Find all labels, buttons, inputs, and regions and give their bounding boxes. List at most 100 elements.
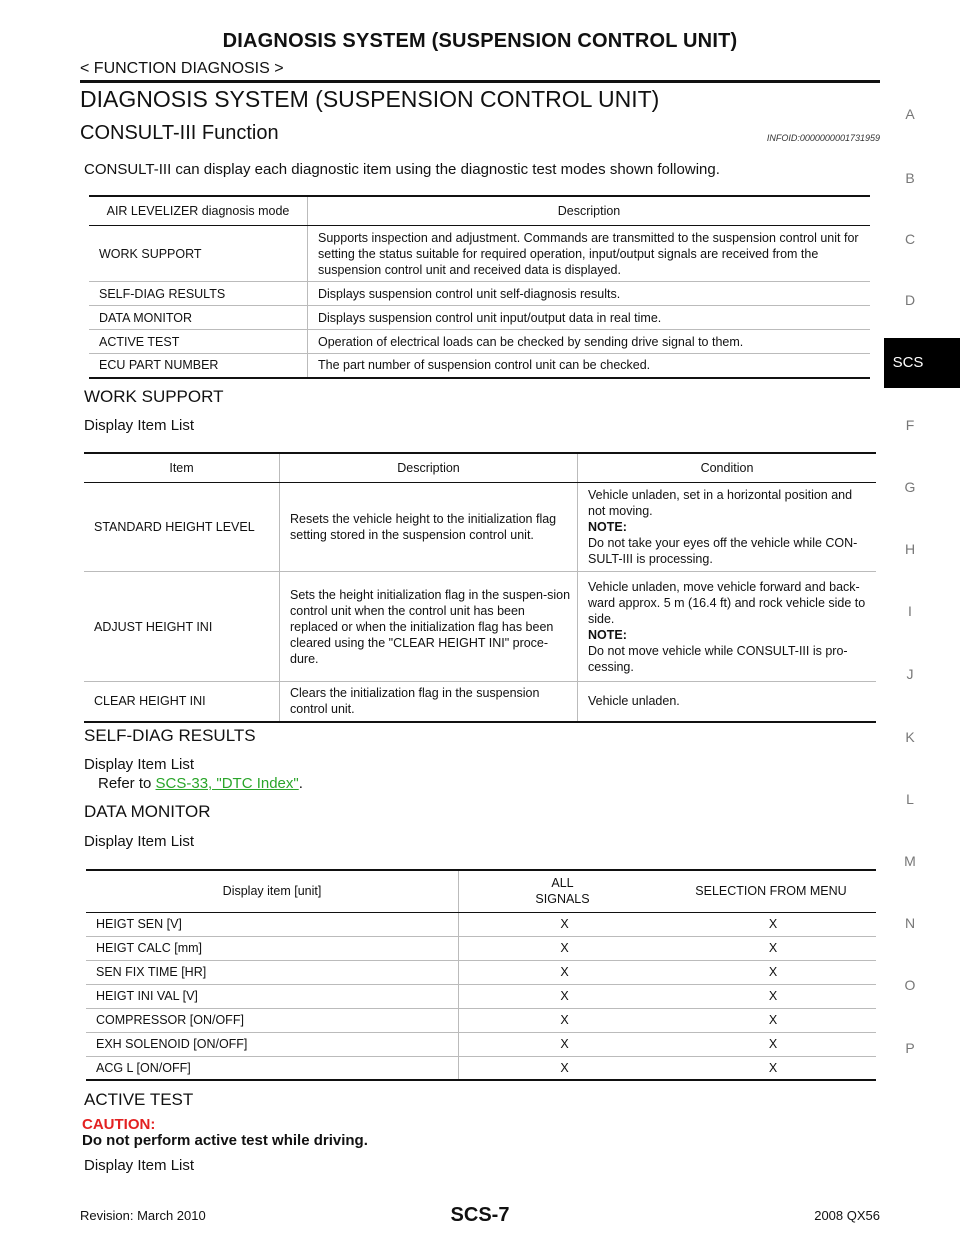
section-tab-o[interactable]: O <box>904 977 916 993</box>
table-header: Display item [unit] <box>86 869 459 913</box>
work-support-list-title: Display Item List <box>84 417 195 434</box>
table-cell: X <box>458 1032 666 1057</box>
table-row: ECU PART NUMBER The part number of suspe… <box>89 353 870 379</box>
data-monitor-list-title: Display Item List <box>84 833 195 850</box>
table-row: WORK SUPPORT Supports inspection and adj… <box>89 225 870 282</box>
section-tab-a[interactable]: A <box>905 106 915 122</box>
section-title: CONSULT-III Function <box>80 122 279 144</box>
table-cell: Resets the vehicle height to the initial… <box>279 482 578 572</box>
table-cell: HEIGT CALC [mm] <box>86 936 459 961</box>
data-monitor-table: Display item [unit] ALL SIGNALS SELECTIO… <box>86 869 876 1081</box>
table-cell: ACG L [ON/OFF] <box>86 1056 459 1081</box>
section-tab-scs[interactable]: SCS <box>884 338 960 388</box>
section-tab-f[interactable]: F <box>905 417 915 433</box>
table-cell: X <box>666 1032 876 1057</box>
work-support-heading: WORK SUPPORT <box>84 387 224 406</box>
table-cell: X <box>666 984 876 1009</box>
section-tab-i[interactable]: I <box>908 603 912 619</box>
table-cell: Displays suspension control unit input/o… <box>307 305 870 330</box>
section-tab-g[interactable]: G <box>904 479 916 495</box>
table-cell: X <box>458 960 666 985</box>
section-tab-h[interactable]: H <box>904 541 916 557</box>
table-row: EXH SOLENOID [ON/OFF] X X <box>86 1032 876 1057</box>
page-header-subtitle: < FUNCTION DIAGNOSIS > <box>80 60 284 77</box>
section-tab-k[interactable]: K <box>905 729 915 745</box>
page-header-title: DIAGNOSIS SYSTEM (SUSPENSION CONTROL UNI… <box>222 30 738 52</box>
refer-prefix: Refer to <box>98 775 156 792</box>
info-id: INFOID:0000000001731959 <box>766 133 880 143</box>
intro-text: CONSULT-III can display each diagnostic … <box>84 161 720 178</box>
note-text: Do not take your eyes off the vehicle wh… <box>588 536 858 566</box>
table-cell: SELF-DIAG RESULTS <box>89 281 308 306</box>
table-cell: Displays suspension control unit self-di… <box>307 281 870 306</box>
table-cell: X <box>666 936 876 961</box>
table-header: SELECTION FROM MENU <box>666 869 876 913</box>
table-cell: X <box>458 1008 666 1033</box>
work-support-table: Item Description Condition STANDARD HEIG… <box>84 452 876 723</box>
self-diag-list-title: Display Item List <box>84 756 195 773</box>
caution-text: Do not perform active test while driving… <box>82 1132 368 1149</box>
section-tab-d[interactable]: D <box>904 292 916 308</box>
table-cell: X <box>458 1056 666 1081</box>
table-row: SELF-DIAG RESULTS Displays suspension co… <box>89 281 870 306</box>
table-cell: X <box>666 912 876 937</box>
refer-suffix: . <box>298 775 303 792</box>
data-monitor-heading: DATA MONITOR <box>84 802 211 821</box>
section-tab-c[interactable]: C <box>904 231 916 247</box>
table-row: HEIGT CALC [mm] X X <box>86 936 876 961</box>
table-cell: Vehicle unladen, move vehicle forward an… <box>577 571 876 682</box>
condition-text: Vehicle unladen, move vehicle forward an… <box>588 579 866 626</box>
table-cell: X <box>666 1056 876 1081</box>
footer-page-number: SCS-7 <box>450 1204 510 1226</box>
table-cell: Vehicle unladen. <box>577 681 876 723</box>
table-cell: ACTIVE TEST <box>89 329 308 354</box>
table-cell: X <box>458 984 666 1009</box>
table-header: AIR LEVELIZER diagnosis mode <box>89 195 308 226</box>
section-tab-n[interactable]: N <box>904 915 916 931</box>
active-test-list-title: Display Item List <box>84 1157 195 1174</box>
self-diag-heading: SELF-DIAG RESULTS <box>84 726 256 745</box>
table-cell: ADJUST HEIGHT INI <box>84 571 280 682</box>
table-cell: EXH SOLENOID [ON/OFF] <box>86 1032 459 1057</box>
refer-text: Refer to SCS-33, "DTC Index". <box>98 775 303 792</box>
table-cell: X <box>666 1008 876 1033</box>
table-cell: The part number of suspension control un… <box>307 353 870 379</box>
note-text: Do not move vehicle while CONSULT-III is… <box>588 643 848 674</box>
condition-text: Vehicle unladen, set in a horizontal pos… <box>588 488 853 518</box>
footer-revision: Revision: March 2010 <box>80 1208 206 1223</box>
table-cell: Sets the height initialization flag in t… <box>279 571 578 682</box>
table-cell: SEN FIX TIME [HR] <box>86 960 459 985</box>
note-label: NOTE: <box>588 627 627 642</box>
section-tab-l[interactable]: L <box>906 791 914 807</box>
dtc-index-link[interactable]: SCS-33, "DTC Index" <box>155 775 299 792</box>
table-header: Item <box>84 452 280 483</box>
table-cell: Operation of electrical loads can be che… <box>307 329 870 354</box>
table-row: CLEAR HEIGHT INI Clears the initializati… <box>84 681 876 723</box>
table-cell: Supports inspection and adjustment. Comm… <box>307 225 870 282</box>
table-row: HEIGT INI VAL [V] X X <box>86 984 876 1009</box>
active-test-heading: ACTIVE TEST <box>84 1090 194 1109</box>
diagnosis-mode-table: AIR LEVELIZER diagnosis mode Description… <box>89 195 870 379</box>
table-cell: X <box>458 936 666 961</box>
table-row: DATA MONITOR Displays suspension control… <box>89 305 870 330</box>
table-cell: X <box>458 912 666 937</box>
table-header: Description <box>307 195 870 226</box>
caution-label: CAUTION: <box>82 1116 156 1133</box>
table-row: COMPRESSOR [ON/OFF] X X <box>86 1008 876 1033</box>
section-tab-p[interactable]: P <box>905 1040 915 1056</box>
table-row: STANDARD HEIGHT LEVEL Resets the vehicle… <box>84 482 876 572</box>
table-cell: WORK SUPPORT <box>89 225 308 282</box>
table-row: ACTIVE TEST Operation of electrical load… <box>89 329 870 354</box>
table-cell: STANDARD HEIGHT LEVEL <box>84 482 280 572</box>
table-cell: Vehicle unladen, set in a horizontal pos… <box>577 482 876 572</box>
section-tab-b[interactable]: B <box>905 170 915 186</box>
section-tab-j[interactable]: J <box>906 666 914 682</box>
table-cell: CLEAR HEIGHT INI <box>84 681 280 723</box>
section-tab-m[interactable]: M <box>904 853 916 869</box>
table-header: Description <box>279 452 578 483</box>
table-row: SEN FIX TIME [HR] X X <box>86 960 876 985</box>
table-row: ADJUST HEIGHT INI Sets the height initia… <box>84 571 876 682</box>
table-header: Condition <box>577 452 876 483</box>
table-row: ACG L [ON/OFF] X X <box>86 1056 876 1081</box>
table-cell: X <box>666 960 876 985</box>
